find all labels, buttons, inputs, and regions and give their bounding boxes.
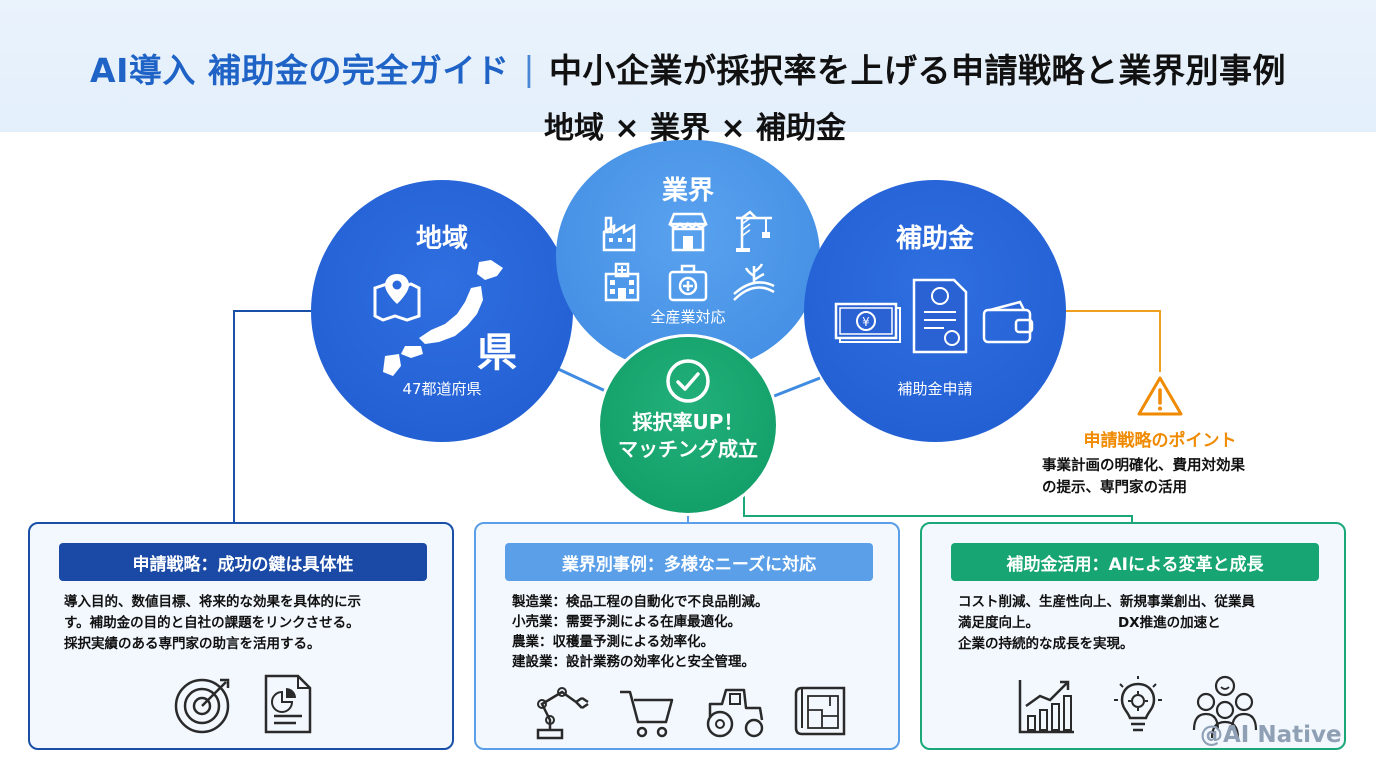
- report-icon: [264, 674, 312, 734]
- panel-subsidy-use: 補助金活用：AIによる変革と成長 コスト削減、生産性向上、新規事業創出、従業員 …: [920, 522, 1346, 750]
- region-caption: 47都道府県: [402, 380, 482, 398]
- hospital-icon: [604, 262, 640, 302]
- connector-subsidy-warning: [1066, 310, 1161, 372]
- panel-line: 採択実績のある専門家の助言を活用する。: [64, 636, 321, 652]
- panel-industry-title: 業界別事例：多様なニーズに対応: [505, 543, 873, 581]
- japan-map-icon: [383, 260, 503, 376]
- subsidy-circle: 補助金 ¥ 補助金申請: [804, 180, 1066, 442]
- industry-caption: 全産業対応: [650, 308, 726, 326]
- match-circle: 採択率UP！ マッチング成立: [600, 337, 776, 513]
- svg-text:¥: ¥: [862, 315, 870, 329]
- connector-subsidy-match: [763, 376, 821, 402]
- robot-arm-icon: [536, 687, 589, 740]
- industry-title: 業界: [661, 176, 714, 206]
- panel-line: 導入目的、数値目標、将来的な効果を具体的に示: [64, 594, 361, 610]
- strategy-point-line: 事業計画の明確化、費用対効果: [1042, 458, 1245, 474]
- panel-line: 満足度向上。 DX推進の加速と: [958, 615, 1221, 631]
- shop-icon: [668, 212, 708, 252]
- title-sub: 中小企業が採択率を上げる申請戦略と業界別事例: [548, 51, 1286, 90]
- region-circle: 地域 県 47都道府県: [311, 180, 573, 442]
- watermark: @AI Native: [1200, 722, 1342, 748]
- panel-line: 建設業：設計業務の効率化と安全管理。: [512, 654, 755, 670]
- panel-subsidy-body: コスト削減、生産性向上、新規事業創出、従業員 満足度向上。 DX推進の加速と 企…: [958, 592, 1328, 655]
- panel-line: す。補助金の目的と自社の課題をリンクさせる。: [64, 615, 360, 631]
- check-circle-icon: [666, 359, 710, 403]
- factory-icon: [602, 216, 636, 252]
- header-band: [0, 0, 1376, 132]
- connector-region-match: [555, 366, 613, 396]
- banknote-icon: ¥: [834, 302, 901, 343]
- page-title: AI導入 補助金の完全ガイド | 中小企業が採択率を上げる申請戦略と業界別事例: [0, 40, 1376, 96]
- subsidy-caption: 補助金申請: [897, 380, 973, 398]
- medical-kit-icon: [668, 264, 708, 302]
- shopping-cart-icon: [620, 690, 674, 738]
- connector-match-panel3: [743, 490, 1133, 523]
- certificate-icon: [912, 278, 968, 354]
- wallet-icon: [982, 300, 1034, 344]
- region-title: 地域: [415, 224, 468, 254]
- match-line1: 採択率UP！: [632, 410, 744, 434]
- blueprint-icon: [794, 686, 846, 736]
- idea-bulb-icon: [1114, 676, 1162, 732]
- panel-industry-cases: 業界別事例：多様なニーズに対応 製造業：検品工程の自動化で不良品削減。 小売業：…: [474, 522, 900, 750]
- target-icon: [174, 678, 230, 734]
- prefecture-kanji: 県: [477, 330, 517, 376]
- strategy-point-body: 事業計画の明確化、費用対効果 の提示、専門家の活用: [1042, 455, 1292, 499]
- panel-line: 企業の持続的な成長を実現。: [958, 636, 1134, 652]
- tractor-icon: [706, 688, 764, 738]
- team-icon: [1192, 675, 1258, 739]
- panel-line: 農業：収穫量予測による効率化。: [512, 634, 715, 650]
- panel-strategy: 申請戦略：成功の鍵は具体性 導入目的、数値目標、将来的な効果を具体的に示 す。補…: [28, 522, 454, 750]
- strategy-point: 申請戦略のポイント: [1040, 374, 1280, 451]
- panel-line: 製造業：検品工程の自動化で不良品削減。: [512, 594, 769, 610]
- strategy-point-line: の提示、専門家の活用: [1042, 480, 1187, 496]
- growth-chart-icon: [1018, 680, 1074, 734]
- map-pin-icon: [373, 274, 421, 322]
- title-main: AI導入 補助金の完全ガイド: [90, 51, 510, 90]
- panel-subsidy-title: 補助金活用：AIによる変革と成長: [951, 543, 1319, 581]
- panel-line: コスト削減、生産性向上、新規事業創出、従業員: [958, 594, 1255, 610]
- panel-line: 小売業：需要予測による在庫最適化。: [512, 614, 742, 630]
- strategy-point-title: 申請戦略のポイント: [1083, 431, 1237, 451]
- connector-region-panel: [233, 310, 311, 523]
- panel-strategy-body: 導入目的、数値目標、将来的な効果を具体的に示 す。補助金の目的と自社の課題をリン…: [64, 592, 434, 655]
- agriculture-icon: [733, 263, 775, 301]
- industry-circle: 業界 全産業対応: [556, 140, 820, 372]
- title-separator: |: [523, 48, 535, 88]
- crane-icon: [736, 210, 772, 252]
- panel-strategy-title: 申請戦略：成功の鍵は具体性: [59, 543, 427, 581]
- match-line2: マッチング成立: [618, 437, 758, 461]
- panel-industry-body: 製造業：検品工程の自動化で不良品削減。 小売業：需要予測による在庫最適化。 農業…: [512, 592, 882, 672]
- subsidy-title: 補助金: [895, 224, 974, 254]
- warning-triangle-icon: [1137, 376, 1183, 416]
